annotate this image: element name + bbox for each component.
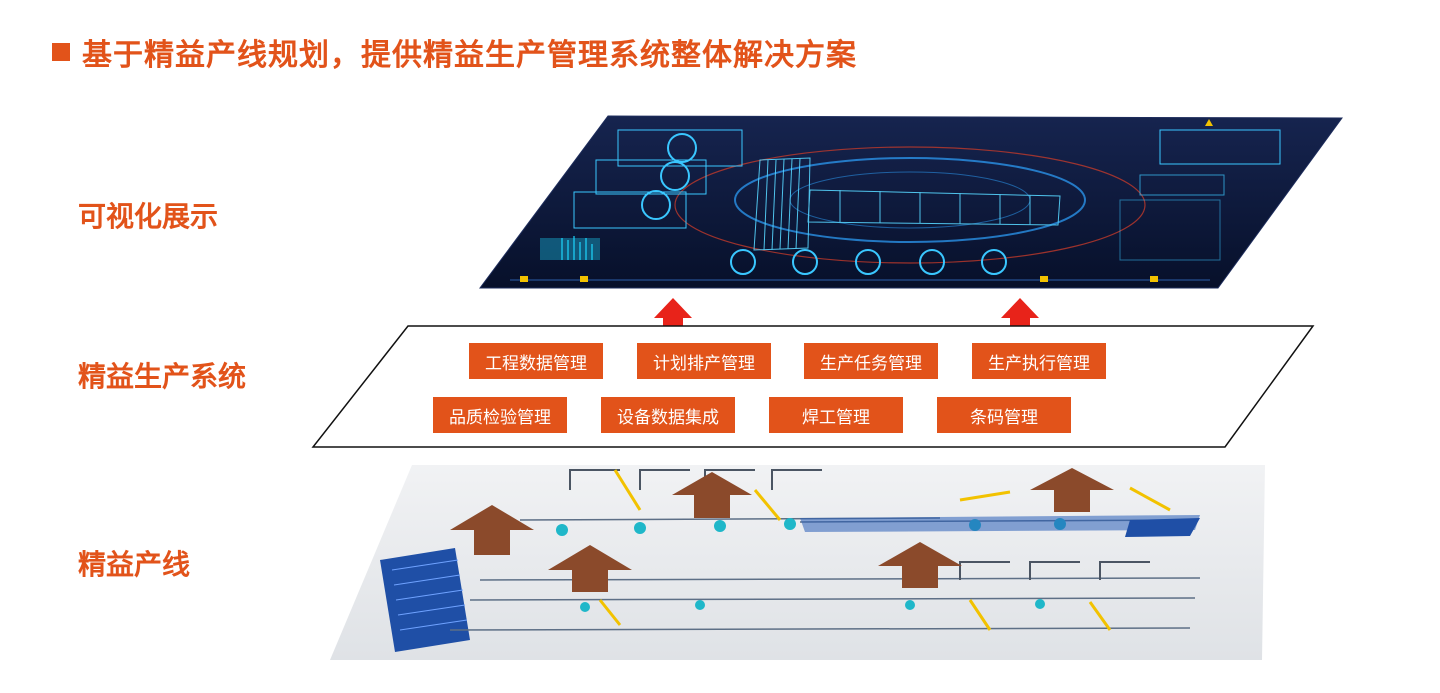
- up-arrows-red: [654, 298, 1039, 334]
- page-title: 基于精益产线规划，提供精益生产管理系统整体解决方案: [82, 38, 857, 73]
- up-arrow-right: [1001, 298, 1039, 334]
- title-row: 基于精益产线规划，提供精益生产管理系统整体解决方案: [52, 30, 857, 74]
- layer-label-system: 精益生产系统: [78, 360, 247, 393]
- floor-arrow-3: [672, 472, 752, 518]
- floor-arrow-5: [1030, 468, 1114, 512]
- module-production-execution: 生产执行管理: [972, 343, 1106, 379]
- module-equipment-data: 设备数据集成: [601, 397, 735, 433]
- module-production-task: 生产任务管理: [804, 343, 938, 379]
- module-welder-management: 焊工管理: [769, 397, 903, 433]
- floor-arrow-1: [450, 505, 534, 555]
- up-arrow-left: [654, 298, 692, 334]
- floor-arrow-4: [878, 542, 962, 588]
- up-arrows-brown: [450, 468, 1114, 592]
- module-engineering-data: 工程数据管理: [469, 343, 603, 379]
- layer-label-visual: 可视化展示: [78, 200, 219, 233]
- factory-layer: [330, 465, 1265, 660]
- floor-arrow-2: [548, 545, 632, 592]
- dashboard-layer: [479, 115, 1343, 289]
- title-bullet: [52, 43, 70, 61]
- module-quality-inspection: 品质检验管理: [433, 397, 567, 433]
- module-planning-scheduling: 计划排产管理: [637, 343, 771, 379]
- module-barcode-management: 条码管理: [937, 397, 1071, 433]
- layer-label-line: 精益产线: [78, 548, 191, 581]
